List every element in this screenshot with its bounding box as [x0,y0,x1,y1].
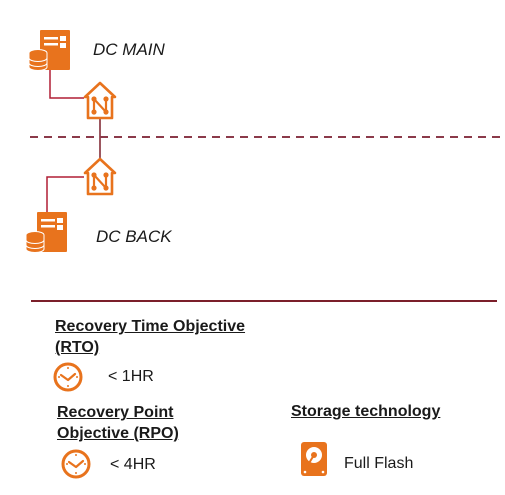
clock-icon [61,449,91,484]
dc-main-label: DC MAIN [93,40,165,59]
network-house-icon [83,81,117,120]
network-house-icon [83,157,117,196]
rto-heading-line2: (RTO) [55,339,100,356]
dc-back-label: DC BACK [96,227,172,246]
hard-drive-icon [300,441,328,482]
storage-heading: Storage technology [291,403,441,420]
section-divider [31,300,497,302]
server-database-icon [25,212,67,253]
rto-heading: Recovery Time Objective (RTO) [55,316,245,358]
rpo-heading-line2: Objective (RPO) [57,425,179,442]
storage-value: Full Flash [344,455,414,472]
rto-heading-line1: Recovery Time Objective [55,318,246,335]
server-database-icon [28,30,70,71]
dc-replication-diagram [25,30,500,253]
rpo-heading: Recovery Point Objective (RPO) [57,402,179,444]
back-gateway-to-server-connector [46,176,84,212]
clock-icon [53,362,83,397]
rpo-heading-line1: Recovery Point [57,404,174,421]
rto-value: < 1HR [108,368,154,385]
main-server-to-gateway-connector [49,70,84,99]
rpo-value: < 4HR [110,456,156,473]
